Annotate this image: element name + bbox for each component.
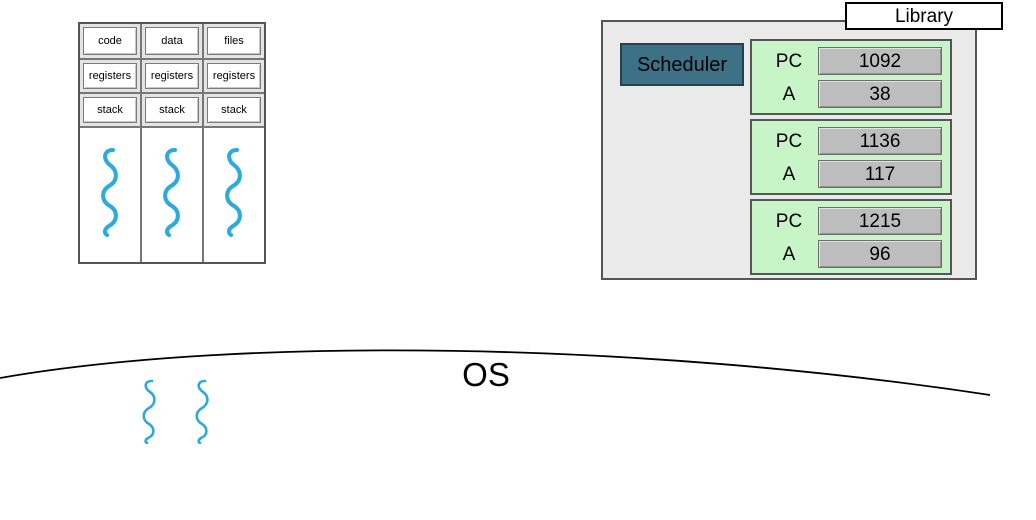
thread-control-block-list: PC 1092 A 38 PC 1136 A 117 PC 1215 A 96	[750, 39, 952, 279]
thread-control-block: PC 1136 A 117	[750, 119, 952, 195]
process-table-row-threads	[80, 126, 264, 262]
tcb-pc-line: PC 1136	[760, 126, 942, 156]
process-table-row-registers: registers registers registers	[80, 58, 264, 92]
table-cell: registers	[202, 60, 264, 92]
process-memory-table: code data files registers registers regi…	[78, 22, 266, 264]
library-label: Library	[845, 2, 1003, 30]
tcb-pc-value: 1092	[818, 47, 942, 75]
tcb-pc-label: PC	[775, 130, 803, 152]
tcb-pc-value: 1215	[818, 207, 942, 235]
segment-files-box: files	[207, 27, 261, 55]
tcb-a-line: A 117	[760, 159, 942, 189]
tcb-a-line: A 38	[760, 79, 942, 109]
tcb-a-label: A	[782, 243, 796, 265]
squiggle-holder	[142, 146, 202, 238]
process-table-row-stack: stack stack stack	[80, 92, 264, 126]
tcb-a-label: A	[782, 163, 796, 185]
thread-pane-2	[140, 128, 202, 262]
tcb-a-line: A 96	[760, 239, 942, 269]
tcb-pc-label: PC	[775, 210, 803, 232]
registers-box-2: registers	[145, 63, 199, 89]
tcb-a-label: A	[782, 83, 796, 105]
tcb-pc-line: PC 1215	[760, 206, 942, 236]
tcb-pc-line: PC 1092	[760, 46, 942, 76]
table-cell: registers	[140, 60, 202, 92]
registers-box-3: registers	[207, 63, 261, 89]
table-cell: data	[140, 24, 202, 58]
thread-squiggle-icon	[225, 148, 242, 237]
os-label: OS	[462, 356, 510, 393]
process-table-row-segments: code data files	[80, 24, 264, 58]
table-cell: stack	[80, 94, 140, 126]
os-thread-squiggle-icon	[142, 379, 156, 444]
thread-pane-3	[202, 128, 264, 262]
tcb-a-value: 96	[818, 240, 942, 268]
thread-squiggle-icon	[163, 148, 180, 237]
segment-code-box: code	[83, 27, 137, 55]
table-cell: registers	[80, 60, 140, 92]
registers-box-1: registers	[83, 63, 137, 89]
table-cell: stack	[140, 94, 202, 126]
tcb-pc-label: PC	[775, 50, 803, 72]
thread-pane-1	[80, 128, 140, 262]
thread-control-block: PC 1092 A 38	[750, 39, 952, 115]
table-cell: stack	[202, 94, 264, 126]
segment-data-box: data	[145, 27, 199, 55]
squiggle-holder	[204, 146, 264, 238]
table-cell: files	[202, 24, 264, 58]
scheduler-box[interactable]: Scheduler	[620, 43, 744, 86]
tcb-a-value: 117	[818, 160, 942, 188]
squiggle-holder	[80, 146, 140, 238]
stack-box-3: stack	[207, 97, 261, 123]
os-thread-squiggle-icon	[195, 379, 209, 444]
tcb-a-value: 38	[818, 80, 942, 108]
stack-box-1: stack	[83, 97, 137, 123]
thread-squiggle-icon	[101, 148, 118, 237]
thread-control-block: PC 1215 A 96	[750, 199, 952, 275]
table-cell: code	[80, 24, 140, 58]
stack-box-2: stack	[145, 97, 199, 123]
tcb-pc-value: 1136	[818, 127, 942, 155]
